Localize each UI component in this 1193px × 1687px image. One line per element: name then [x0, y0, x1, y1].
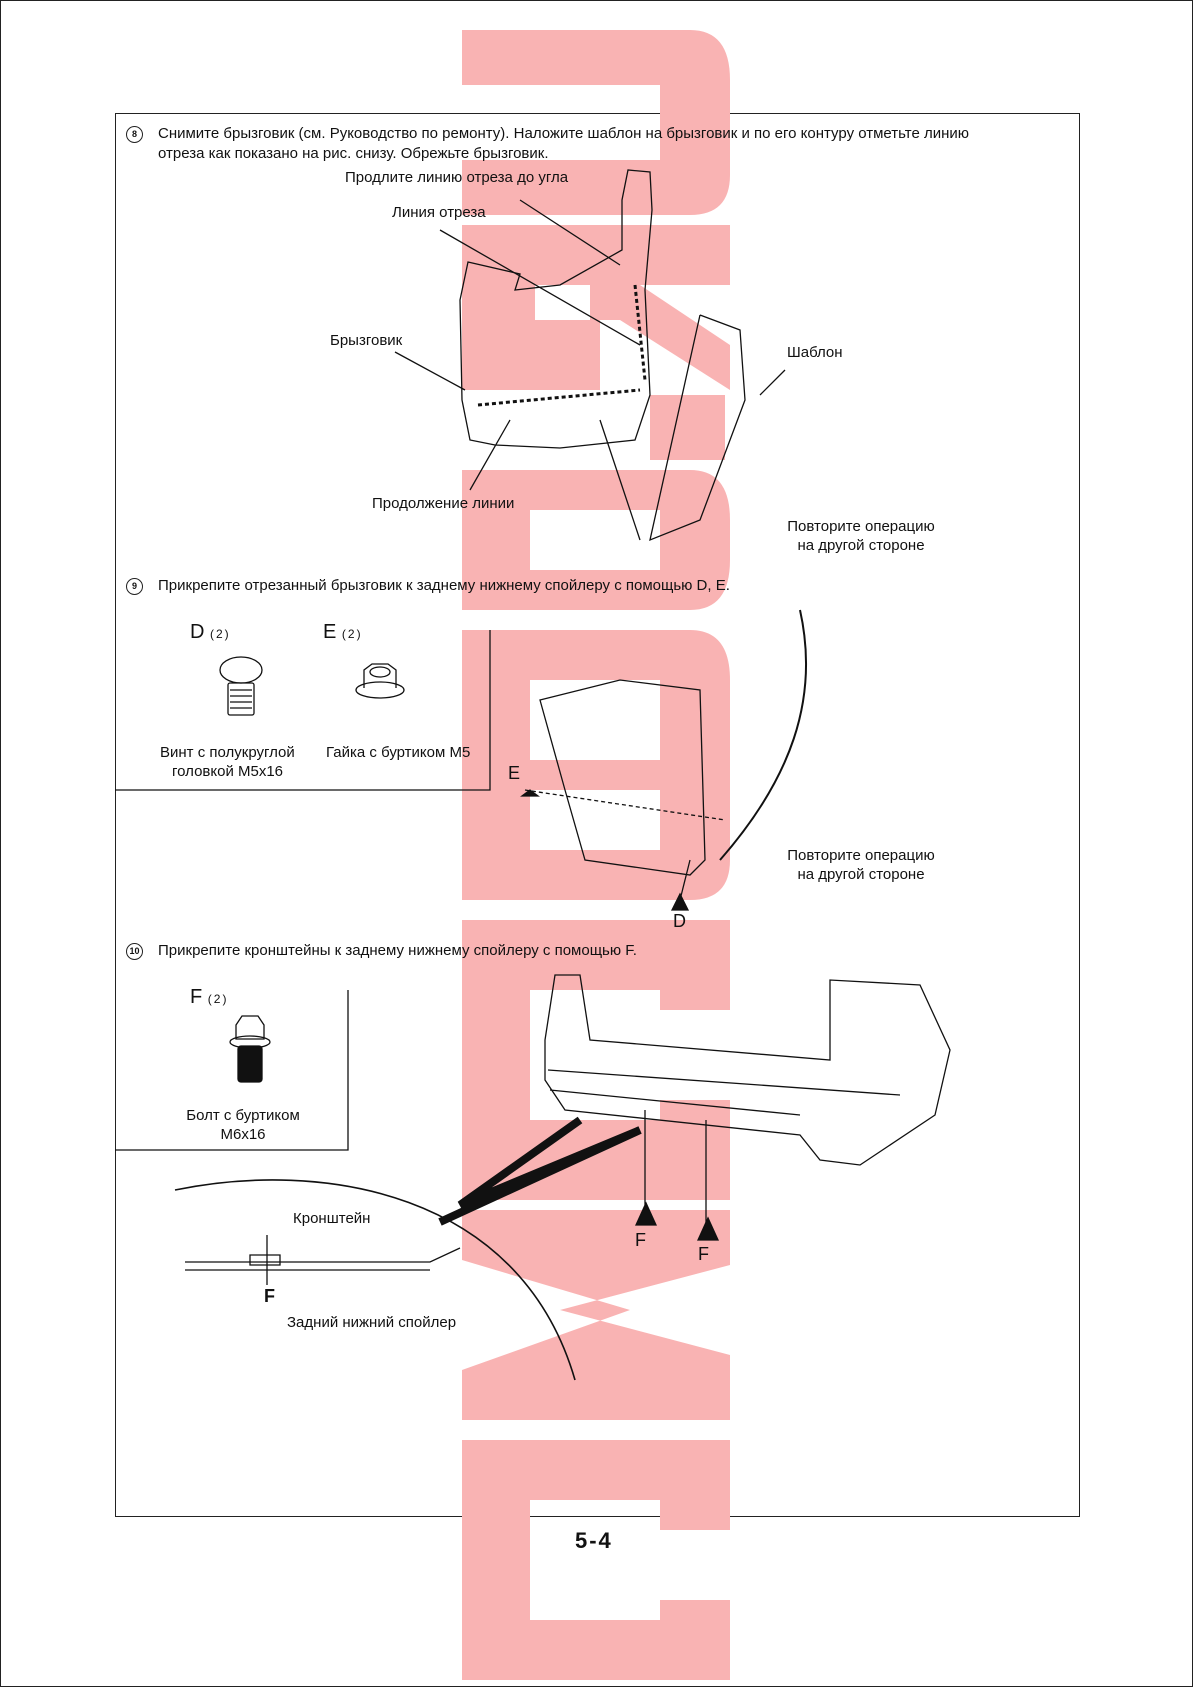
flange-nut-e-icon — [355, 663, 405, 699]
callout-e: E — [508, 763, 521, 783]
label-bracket: Кронштейн — [293, 1210, 371, 1227]
part-d-description: Винт с полукруглой головкой M5x16 — [160, 743, 295, 781]
part-f-letter: F — [190, 986, 203, 1008]
part-d-label: D (2) — [190, 621, 231, 644]
step-8-text-line2: отреза как показано на рис. снизу. Обреж… — [158, 145, 549, 162]
parts-box-f — [115, 990, 349, 1151]
part-d-qty: (2) — [210, 627, 231, 641]
label-extend-cut-line: Продлите линию отреза до угла — [345, 169, 569, 186]
page-number: 5-4 — [575, 1528, 613, 1553]
label-mudguard: Брызговик — [330, 332, 403, 349]
callout-f-2: F — [698, 1244, 709, 1264]
part-d-letter: D — [190, 621, 205, 643]
label-repeat-other-side-2: Повторите операцию на другой стороне — [778, 846, 944, 884]
part-e-letter: E — [323, 621, 337, 643]
part-d-desc1: Винт с полукруглой — [160, 744, 295, 761]
label-template: Шаблон — [787, 344, 843, 361]
repeat-line-2: на другой стороне — [797, 537, 925, 554]
label-cut-line: Линия отреза — [392, 204, 486, 221]
mudguard-installed-drawing — [520, 609, 807, 911]
mudguard-drawing — [394, 169, 786, 542]
step-9-text: Прикрепите отрезанный брызговик к заднем… — [158, 577, 730, 594]
step-8-text-line1: Снимите брызговик (см. Руководство по ре… — [158, 125, 970, 142]
part-f-desc2: M6x16 — [220, 1126, 266, 1143]
callout-f-1: F — [635, 1230, 646, 1250]
detail-callout-f: F — [264, 1286, 275, 1306]
step-10-number: 10 — [126, 943, 143, 960]
label-repeat-other-side: Повторите операцию на другой стороне — [778, 517, 944, 555]
step-9-number: 9 — [126, 578, 143, 595]
part-f-desc1: Болт с буртиком — [186, 1107, 300, 1124]
bracket-detail-drawing — [174, 1116, 642, 1381]
template-drawing — [649, 314, 746, 542]
label-rear-lower-spoiler: Задний нижний спойлер — [287, 1314, 457, 1331]
repeat2-line-2: на другой стороне — [797, 866, 925, 883]
callout-d: D — [673, 911, 686, 931]
part-e-qty: (2) — [341, 627, 363, 641]
part-f-label: F (2) — [190, 986, 228, 1009]
part-f-qty: (2) — [207, 992, 229, 1006]
part-d-desc2: головкой M5x16 — [172, 763, 284, 780]
part-e-label: E (2) — [323, 621, 363, 644]
label-line-continuation: Продолжение линии — [372, 495, 515, 512]
step-8-number: 8 — [126, 126, 143, 143]
repeat-line-1: Повторите операцию — [787, 518, 935, 535]
part-e-desc: Гайка с буртиком M5 — [326, 744, 471, 761]
screw-d-icon — [219, 656, 263, 716]
step-10-text: Прикрепите кронштейны к заднему нижнему … — [158, 942, 637, 959]
rear-bumper-drawing — [544, 974, 951, 1241]
repeat2-line-1: Повторите операцию — [787, 847, 935, 864]
flange-bolt-f-icon — [229, 1015, 271, 1083]
